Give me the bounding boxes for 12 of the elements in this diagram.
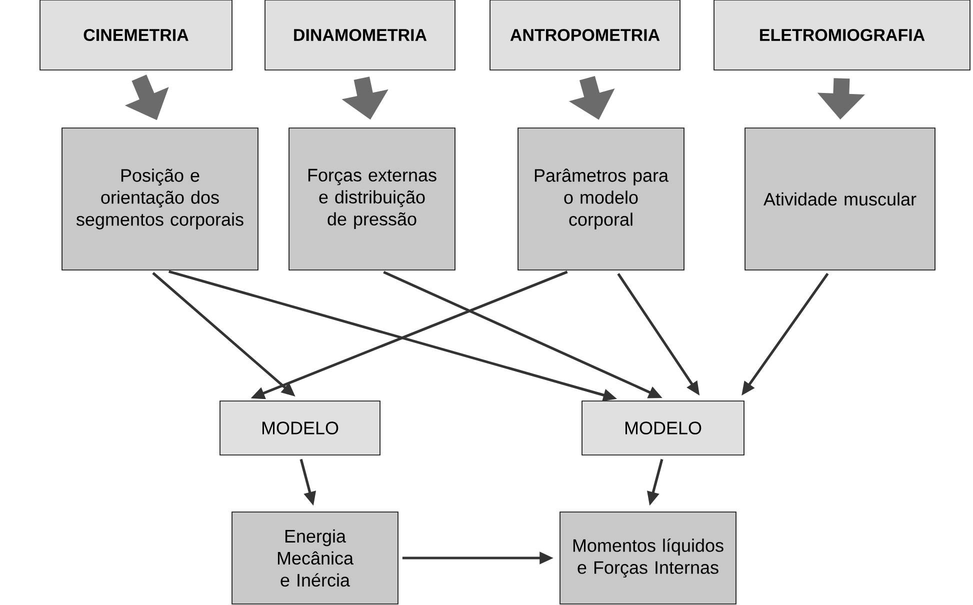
- process-box: Posição e orientação dos segmentos corporais: [62, 128, 258, 270]
- process-box: Parâmetros para o modelo corporal: [518, 128, 684, 270]
- process-box: Momentos líquidos e Forças Internas: [560, 512, 736, 604]
- model-box: MODELO: [582, 400, 744, 456]
- method-box: ELETROMIOGRAFIA: [714, 0, 970, 70]
- process-box: Atividade muscular: [744, 128, 936, 270]
- model-box: MODELO: [220, 400, 380, 456]
- process-box: Energia Mecânica e Inércia: [232, 512, 398, 604]
- method-box: CINEMETRIA: [40, 0, 232, 70]
- method-box: DINAMOMETRIA: [264, 0, 456, 70]
- process-box: Forças externas e distribuição de pressão: [288, 128, 456, 270]
- method-box: ANTROPOMETRIA: [490, 0, 680, 70]
